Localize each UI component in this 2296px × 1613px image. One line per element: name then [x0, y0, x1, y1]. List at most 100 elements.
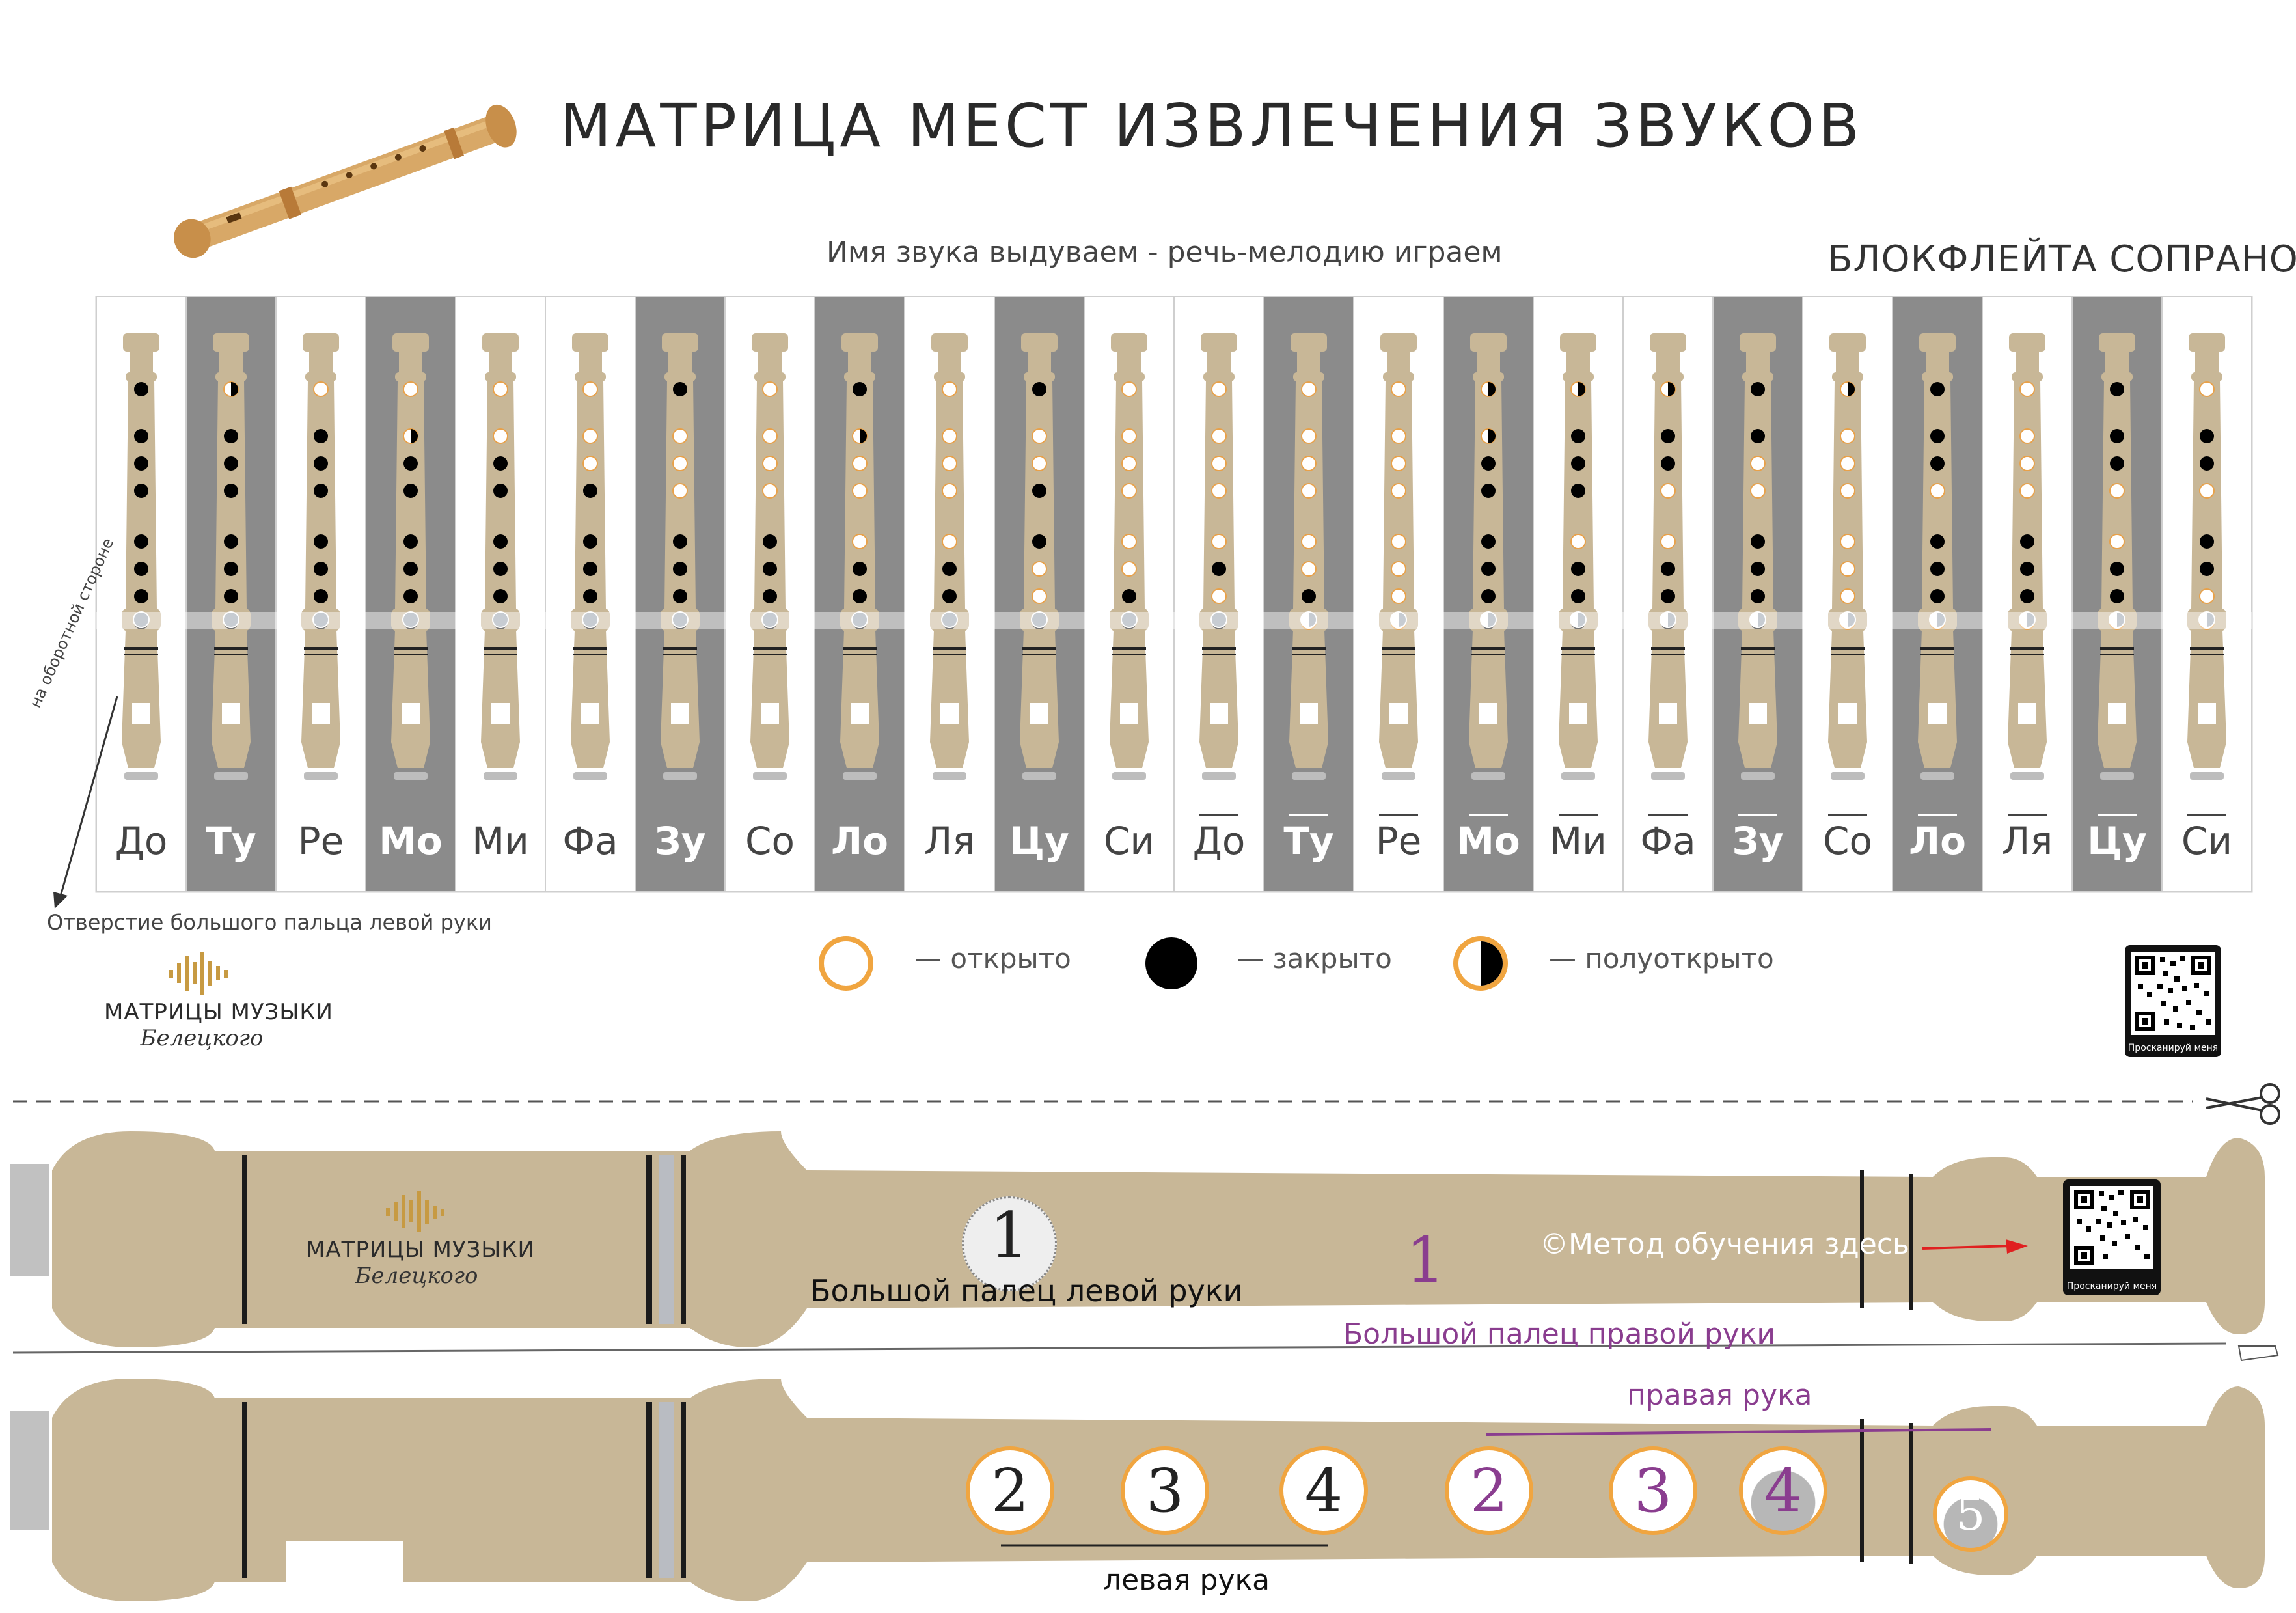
thumb-hole — [133, 611, 150, 628]
open-hole — [1840, 534, 1855, 549]
recorder-illustration — [174, 104, 517, 258]
closed-hole — [314, 534, 328, 549]
thumb-hole — [851, 611, 868, 628]
strip-qr-pattern-icon — [2070, 1186, 2153, 1269]
open-hole — [1660, 534, 1676, 549]
open-hole — [942, 534, 957, 549]
thumb-hole — [312, 611, 329, 628]
flute-mouthpiece — [1111, 333, 1147, 352]
flute-window — [761, 703, 779, 724]
open-hole — [1211, 381, 1227, 397]
open-hole — [1660, 483, 1676, 499]
open-hole — [1301, 534, 1317, 549]
note-label: Ре — [1376, 819, 1422, 863]
flute-mouthpiece — [1380, 333, 1417, 352]
right-thumb-label: Большой палец правой руки — [1343, 1317, 1776, 1351]
finger-hole-number: 2 — [1469, 1455, 1509, 1526]
closed-hole — [1032, 484, 1046, 498]
note-label: Ло — [831, 819, 888, 863]
method-link[interactable]: ©Метод обучения здесь — [1540, 1228, 1909, 1261]
closed-hole — [134, 534, 148, 549]
flute-window — [2018, 703, 2036, 724]
note-label: Ре — [298, 819, 344, 863]
closed-hole — [1212, 562, 1226, 576]
closed-hole — [1930, 456, 1945, 471]
closed-hole — [942, 562, 957, 576]
open-hole — [2199, 381, 2215, 397]
strip-qr-code[interactable]: Просканируй меня — [2063, 1179, 2161, 1295]
open-hole — [1121, 483, 1137, 499]
closed-hole — [583, 534, 597, 549]
qr-code[interactable]: Просканируй меня — [2125, 945, 2221, 1057]
note-column: Фа — [545, 296, 636, 892]
legend-closed-label: — закрыто — [1237, 943, 1392, 974]
closed-hole — [942, 589, 957, 603]
open-hole — [942, 381, 957, 397]
qr-code-pattern-icon — [2131, 952, 2215, 1035]
closed-hole — [1302, 589, 1316, 603]
finger-hole-number: 4 — [1764, 1455, 1803, 1526]
flute-window — [1030, 703, 1048, 724]
flute-strip — [10, 1131, 2265, 1347]
open-hole — [762, 428, 778, 444]
open-hole-legend-icon — [819, 936, 873, 991]
finger-hole: 2 — [966, 1446, 1054, 1535]
note-label: Си — [2181, 819, 2232, 863]
finger-hole: 4 — [1739, 1446, 1827, 1535]
note-column: Си — [1084, 296, 1175, 892]
closed-hole — [853, 589, 867, 603]
closed-hole — [493, 562, 508, 576]
flute-mouthpiece — [1740, 333, 1776, 352]
flute-window — [581, 703, 599, 724]
open-hole — [762, 456, 778, 471]
flute-window — [851, 703, 869, 724]
flute-mouthpiece — [572, 333, 608, 352]
note-label: Со — [745, 819, 795, 863]
closed-hole — [763, 562, 777, 576]
open-hole — [582, 456, 598, 471]
closed-hole — [2110, 456, 2124, 471]
flute-window — [2108, 703, 2126, 724]
open-hole — [1032, 428, 1047, 444]
closed-hole — [1571, 484, 1585, 498]
flute-window — [1300, 703, 1318, 724]
flute-window — [402, 703, 420, 724]
open-hole — [1301, 428, 1317, 444]
flute-window — [671, 703, 689, 724]
note-column: Си — [2161, 296, 2252, 892]
flute-mouthpiece — [1919, 333, 1956, 352]
closed-hole — [853, 562, 867, 576]
closed-hole — [134, 456, 148, 471]
thumb-hole — [402, 611, 419, 628]
note-label: Ту — [206, 819, 256, 863]
fold-icon — [2237, 1345, 2279, 1362]
closed-hole — [1751, 589, 1765, 603]
closed-hole — [134, 429, 148, 443]
closed-hole-legend-icon — [1145, 937, 1197, 989]
closed-hole — [853, 382, 867, 396]
thumb-hole-note: Отверстие большого пальца левой руки — [47, 910, 492, 935]
open-hole — [1840, 483, 1855, 499]
flute-window — [132, 703, 150, 724]
flute-mouthpiece — [752, 333, 788, 352]
closed-hole — [403, 562, 418, 576]
open-hole — [852, 483, 868, 499]
note-column: Ля — [1982, 296, 2073, 892]
closed-hole — [224, 589, 238, 603]
note-label: Цу — [2087, 819, 2147, 863]
closed-hole — [224, 429, 238, 443]
closed-hole — [2110, 382, 2124, 396]
thumb-hole — [941, 611, 958, 628]
closed-hole — [493, 589, 508, 603]
closed-hole — [1930, 562, 1945, 576]
note-label: Ми — [472, 819, 529, 863]
open-hole — [1211, 456, 1227, 471]
note-column: Цу — [994, 296, 1085, 892]
open-hole — [1301, 456, 1317, 471]
left-thumb-number: 1 — [989, 1199, 1030, 1272]
half-hole — [852, 428, 868, 444]
flute-window — [1569, 703, 1587, 724]
flute-window — [222, 703, 240, 724]
back-side-arrow-icon — [53, 696, 118, 909]
